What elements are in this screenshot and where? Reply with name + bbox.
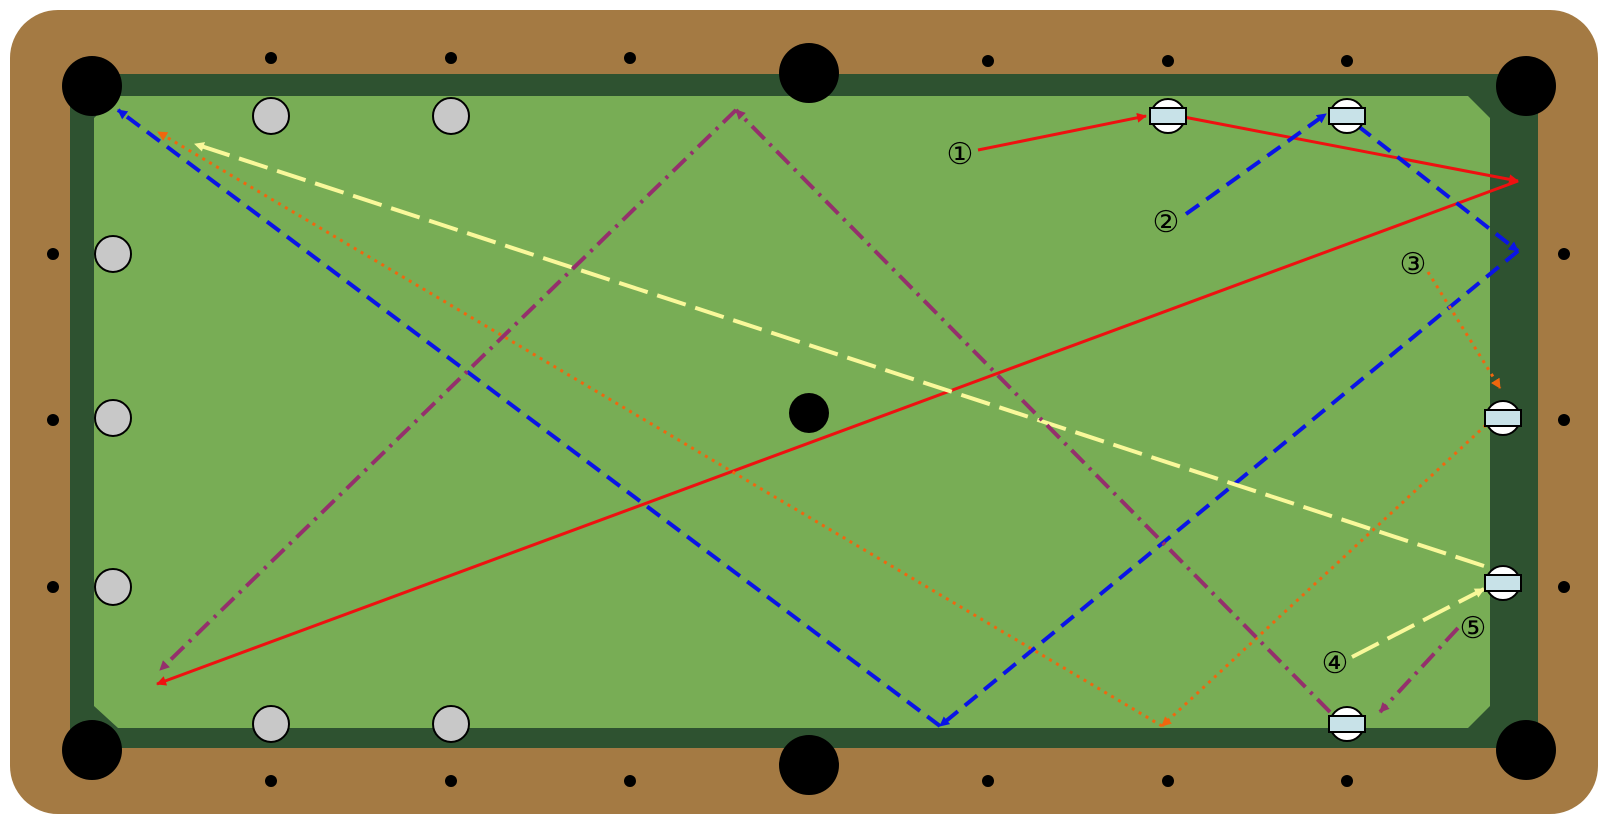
diamond bbox=[982, 775, 994, 787]
route-5-path bbox=[1378, 626, 1460, 714]
route-5-path bbox=[158, 108, 738, 672]
diamond bbox=[1558, 248, 1570, 260]
route-3-label: ③ bbox=[1400, 247, 1427, 282]
route-4-path bbox=[1351, 587, 1485, 659]
pocket-bottom-right bbox=[1496, 720, 1556, 780]
diamond bbox=[1558, 581, 1570, 593]
diamond bbox=[624, 52, 636, 64]
route-3-path bbox=[157, 130, 1163, 728]
pocket-top-right bbox=[1496, 56, 1556, 116]
route-2-label: ② bbox=[1153, 205, 1180, 240]
target-marker bbox=[1149, 98, 1187, 134]
route-4-label: ④ bbox=[1322, 646, 1349, 681]
pocket-bottom-left bbox=[62, 720, 122, 780]
object-ball bbox=[94, 568, 132, 606]
target-marker bbox=[1328, 98, 1366, 134]
route-3-path bbox=[1426, 271, 1502, 389]
diamond bbox=[445, 775, 457, 787]
diamond bbox=[1162, 775, 1174, 787]
rail-diamonds bbox=[47, 52, 1570, 787]
diamond bbox=[1341, 775, 1353, 787]
route-2-path bbox=[116, 108, 942, 728]
diamond bbox=[1558, 414, 1570, 426]
diamond bbox=[265, 775, 277, 787]
diamond bbox=[624, 775, 636, 787]
object-ball bbox=[94, 235, 132, 273]
route-5-label: ⑤ bbox=[1460, 611, 1487, 646]
diamond bbox=[982, 55, 994, 67]
route-5-path bbox=[734, 108, 1332, 714]
route-1-path bbox=[977, 112, 1147, 152]
pocket-top-left bbox=[62, 56, 122, 116]
diamond bbox=[265, 52, 277, 64]
route-1-path bbox=[1167, 112, 1519, 185]
route-4-path bbox=[194, 142, 1485, 568]
cue-ball bbox=[789, 393, 829, 433]
target-marker bbox=[1484, 565, 1522, 601]
target-marker bbox=[1328, 706, 1366, 742]
object-ball bbox=[94, 399, 132, 437]
diamond bbox=[47, 414, 59, 426]
target-markers bbox=[1149, 98, 1522, 742]
route-1-label: ① bbox=[947, 137, 974, 172]
object-balls bbox=[94, 97, 470, 743]
diamond bbox=[1341, 55, 1353, 67]
shot-routes bbox=[116, 108, 1520, 728]
target-marker bbox=[1484, 400, 1522, 436]
pocket-top-middle bbox=[779, 43, 839, 103]
route-1-path bbox=[156, 179, 1519, 686]
diamond bbox=[445, 52, 457, 64]
object-ball bbox=[252, 705, 290, 743]
route-2-path bbox=[1356, 124, 1520, 253]
diamond bbox=[47, 581, 59, 593]
diamond bbox=[1162, 55, 1174, 67]
route-3-path bbox=[1160, 423, 1488, 728]
diamond bbox=[47, 248, 59, 260]
pocket-bottom-middle bbox=[779, 735, 839, 795]
object-ball bbox=[252, 97, 290, 135]
object-ball bbox=[432, 705, 470, 743]
object-ball bbox=[432, 97, 470, 135]
route-2-path bbox=[1184, 112, 1328, 216]
